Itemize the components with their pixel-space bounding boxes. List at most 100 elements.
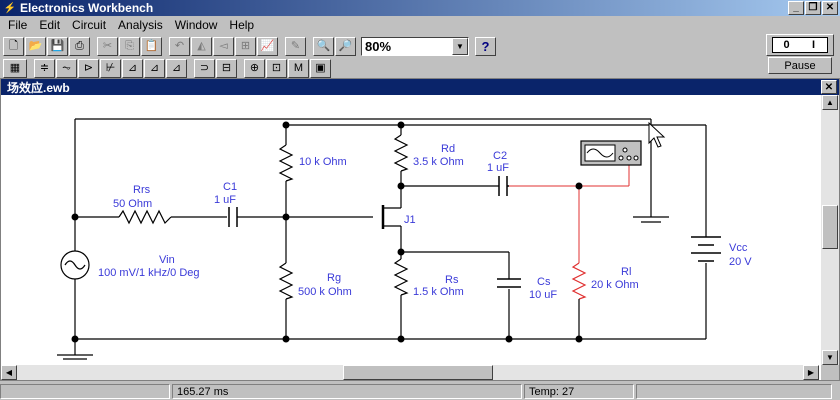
create-subcircuit-icon[interactable]: 📈 (257, 36, 278, 56)
oscilloscope[interactable] (580, 140, 642, 166)
menu-help[interactable]: Help (229, 18, 255, 32)
flip-horizontal-icon[interactable]: ◭ (191, 36, 212, 56)
menu-window[interactable]: Window (174, 18, 218, 32)
analog-ics-bin-icon[interactable]: ⊿ (122, 58, 143, 78)
digital-bin-icon[interactable]: ⊟ (216, 58, 237, 78)
menu-bar: File Edit Circuit Analysis Window Help (0, 16, 840, 34)
minimize-icon[interactable]: _ (788, 1, 804, 15)
zoom-out-icon[interactable]: 🔍 (313, 36, 334, 56)
label-rl-value: 20 k Ohm (591, 279, 639, 291)
close-icon[interactable]: ✕ (821, 80, 837, 94)
copy-icon[interactable]: ⎘ (119, 36, 140, 56)
sources-bin-icon[interactable]: ≑ (34, 58, 55, 78)
label-vin-name: Vin (159, 254, 175, 266)
rotate-icon[interactable]: ↶ (169, 36, 190, 56)
scroll-left-icon[interactable]: ◀ (1, 365, 17, 380)
parts-toolbar: ▦ ≑ ⏦ ⊳ ⊬ ⊿ ⊿ ⊿ ⊃ ⊟ ⊕ ⊡ M ▣ (0, 57, 740, 79)
label-rrs-value: 50 Ohm (113, 198, 152, 210)
resistor-rd (393, 134, 409, 172)
app-icon: ⚡ (3, 2, 17, 14)
status-panel-extra (636, 384, 832, 399)
wires (74, 118, 707, 355)
switch-on-label: I (811, 39, 816, 51)
power-switch-icon: 0 I (772, 37, 828, 53)
mixed-ics-bin-icon[interactable]: ⊿ (144, 58, 165, 78)
run-switch[interactable]: 0 I (766, 34, 834, 56)
label-vcc-name: Vcc (729, 242, 748, 254)
scroll-right-icon[interactable]: ▶ (803, 365, 819, 380)
zoom-select[interactable]: 80% ▼ (361, 36, 469, 56)
restore-icon[interactable]: ❐ (805, 1, 821, 15)
controls-bin-icon[interactable]: ⊡ (266, 58, 287, 78)
transistors-bin-icon[interactable]: ⊬ (100, 58, 121, 78)
battery-vcc (691, 236, 721, 262)
label-rd-name: Rd (441, 143, 455, 155)
label-j1-name: J1 (404, 214, 416, 226)
indicators-bin-icon[interactable]: ⊕ (244, 58, 265, 78)
label-rs-value: 1.5 k Ohm (413, 286, 464, 298)
resistor-rl (571, 262, 587, 300)
instruments-bin-icon[interactable]: ▣ (310, 58, 331, 78)
scroll-up-icon[interactable]: ▲ (822, 95, 838, 110)
menu-file[interactable]: File (8, 18, 28, 32)
digital-ics-bin-icon[interactable]: ⊿ (166, 58, 187, 78)
label-rd-value: 3.5 k Ohm (413, 156, 464, 168)
save-icon[interactable]: 💾 (47, 36, 68, 56)
horizontal-scroll-thumb[interactable] (343, 365, 493, 380)
horizontal-scrollbar[interactable]: ◀ ▶ (1, 365, 819, 380)
document-title-bar: 场效应.ewb ✕ (1, 79, 839, 95)
label-cs-name: Cs (537, 276, 551, 288)
zoom-in-icon[interactable]: 🔎 (335, 36, 356, 56)
paste-icon[interactable]: 📋 (141, 36, 162, 56)
open-folder-icon[interactable]: 📂 (25, 36, 46, 56)
flip-vertical-icon[interactable]: ◅ (213, 36, 234, 56)
label-rl-name: Rl (621, 266, 631, 278)
new-file-icon[interactable]: 🗋 (3, 36, 24, 56)
title-bar: ⚡ Electronics Workbench _ ❐ ✕ (0, 0, 840, 16)
ground-symbols (57, 216, 669, 360)
label-rrs-name: Rrs (133, 184, 151, 196)
help-button[interactable]: ? (475, 36, 496, 56)
ac-source-vin (60, 250, 90, 280)
menu-analysis[interactable]: Analysis (118, 18, 163, 32)
document-title: 场效应.ewb (7, 80, 70, 95)
miscellaneous-bin-icon[interactable]: M (288, 58, 309, 78)
scroll-corner (821, 365, 839, 380)
label-c1-value: 1 uF (214, 194, 236, 206)
resistor-r1 (278, 144, 294, 182)
label-rg-name: Rg (327, 272, 341, 284)
logic-gates-bin-icon[interactable]: ⊃ (194, 58, 215, 78)
status-bar: 165.27 ms Temp: 27 (0, 383, 840, 400)
scroll-down-icon[interactable]: ▼ (822, 350, 838, 365)
vertical-scroll-thumb[interactable] (822, 205, 838, 249)
menu-edit[interactable]: Edit (39, 18, 61, 32)
label-rg-value: 500 k Ohm (298, 286, 352, 298)
scope-wires (509, 161, 630, 263)
resistors (118, 134, 587, 315)
main-toolbar: 🗋 📂 💾 ⎙ ✂ ⎘ 📋 ↶ ◭ ◅ ⊞ 📈 ✎ 🔍 🔎 80% ▼ ? (0, 35, 740, 57)
favorites-bin-icon[interactable]: ▦ (3, 58, 27, 78)
status-panel-empty (0, 384, 170, 399)
component-properties-icon[interactable]: ⊞ (235, 36, 256, 56)
cut-icon[interactable]: ✂ (97, 36, 118, 56)
close-icon[interactable]: ✕ (822, 1, 838, 15)
label-rs-name: Rs (445, 274, 459, 286)
capacitors (228, 176, 521, 288)
diodes-bin-icon[interactable]: ⊳ (78, 58, 99, 78)
label-r1-value: 10 k Ohm (299, 156, 347, 168)
circuit-canvas[interactable]: Rrs 50 Ohm C1 1 uF Vin 100 mV/1 kHz/0 De… (1, 95, 819, 365)
label-c2-value: 1 uF (487, 162, 509, 174)
vertical-scrollbar[interactable]: ▲ ▼ (821, 95, 839, 365)
label-cs-value: 10 uF (529, 289, 557, 301)
switch-off-label: 0 (783, 39, 790, 51)
basic-bin-icon[interactable]: ⏦ (56, 58, 77, 78)
chevron-down-icon[interactable]: ▼ (452, 37, 468, 55)
label-vin-value: 100 mV/1 kHz/0 Deg (98, 267, 200, 279)
analysis-graphs-icon[interactable]: ✎ (285, 36, 306, 56)
pause-button[interactable]: Pause (768, 57, 832, 74)
menu-circuit[interactable]: Circuit (72, 18, 107, 32)
resistor-rg (278, 262, 294, 300)
print-icon[interactable]: ⎙ (69, 36, 90, 56)
label-vcc-value: 20 V (729, 256, 752, 268)
junction-dots (71, 121, 583, 343)
